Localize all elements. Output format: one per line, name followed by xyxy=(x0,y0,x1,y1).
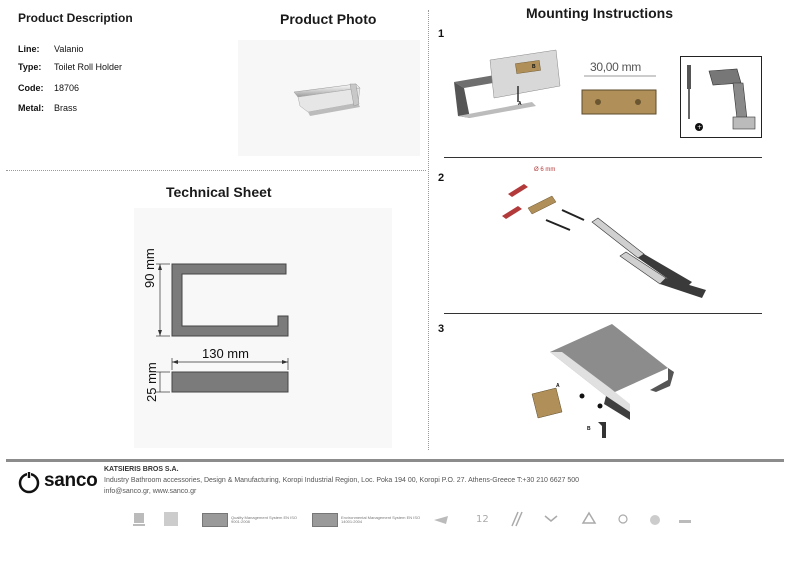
step-2-fixing-image xyxy=(502,184,706,298)
step-3-label-b: B xyxy=(587,426,591,432)
line-value: Valanio xyxy=(54,44,84,54)
step-divider-2 xyxy=(444,313,762,314)
step-1-label-b: B xyxy=(532,64,536,70)
step-3-assembly-image xyxy=(531,324,674,438)
metal-label: Metal: xyxy=(18,103,45,113)
svg-text:+: + xyxy=(697,124,702,131)
technical-sheet-title: Technical Sheet xyxy=(166,184,272,200)
screwdriver-drill-icon: + xyxy=(687,65,756,131)
metal-row: Metal: Brass xyxy=(18,103,77,113)
hundred-percent-badge-icon xyxy=(164,512,178,526)
iso-14001-text: Environmental Management System EN ISO 1… xyxy=(341,514,421,524)
bracket-dimension: 30,00 mm xyxy=(590,60,641,74)
height-dimension: 90 mm xyxy=(142,248,157,288)
twelve-warranty-icon: 12 xyxy=(476,514,489,525)
mounting-instructions-title: Mounting Instructions xyxy=(526,5,673,21)
step-1-label-a: A xyxy=(518,101,522,107)
toilet-roll-holder-image xyxy=(293,83,361,116)
depth-dimension: 25 mm xyxy=(144,362,159,402)
sun-icon xyxy=(618,514,628,524)
iso-14001-badge: Environmental Management System EN ISO 1… xyxy=(312,512,421,528)
drop-surface-icon xyxy=(679,520,691,523)
circle-badge-icon xyxy=(650,515,660,525)
company-name: KATSIERIS BROS S.A. xyxy=(104,466,179,473)
hand-care-icon xyxy=(434,516,448,524)
company-address: Industry Bathroom accessories, Design & … xyxy=(104,477,580,484)
sanco-logo-icon xyxy=(18,471,40,494)
drill-dimension: Ø 6 mm xyxy=(534,167,556,173)
code-label: Code: xyxy=(18,83,44,93)
svg-text:12: 12 xyxy=(476,514,489,525)
brass-badge-icon xyxy=(133,513,145,526)
bracket-image xyxy=(581,75,657,115)
recycle-icon xyxy=(581,511,597,524)
chevron-mark-icon xyxy=(544,515,558,522)
metal-value: Brass xyxy=(54,103,78,113)
step-3-number: 3 xyxy=(438,323,445,335)
code-value: 18706 xyxy=(54,83,80,93)
product-description-title: Product Description xyxy=(18,11,133,25)
line-row: Line: Valanio xyxy=(18,44,83,54)
code-row: Code: 18706 xyxy=(18,83,79,93)
horizontal-divider xyxy=(6,170,426,171)
iso-9001-logo-icon xyxy=(202,513,228,527)
brand-name: sanco xyxy=(44,470,98,491)
product-photo-title: Product Photo xyxy=(280,11,377,27)
step-1-mounting-image xyxy=(454,49,561,118)
step-3-label-a: A xyxy=(556,383,560,389)
step-divider-1 xyxy=(444,157,762,158)
vertical-divider xyxy=(428,10,429,450)
step-1-number: 1 xyxy=(438,28,445,40)
line-label: Line: xyxy=(18,44,40,54)
product-photo xyxy=(238,40,420,156)
footer-divider xyxy=(6,459,784,462)
tools-box: + xyxy=(680,56,762,138)
technical-drawing xyxy=(156,263,289,393)
type-value: Toilet Roll Holder xyxy=(54,62,123,72)
iso-9001-badge: Quality Management System EN ISO 9001:20… xyxy=(202,512,311,528)
iso-9001-text: Quality Management System EN ISO 9001:20… xyxy=(231,514,298,524)
type-label: Type: xyxy=(18,62,42,72)
iso-14001-logo-icon xyxy=(312,513,338,527)
width-dimension: 130 mm xyxy=(202,346,249,361)
slash-lines-icon xyxy=(511,511,523,527)
step-2-number: 2 xyxy=(438,172,445,184)
type-row: Type: Toilet Roll Holder xyxy=(18,62,122,72)
company-web: info@sanco.gr, www.sanco.gr xyxy=(104,488,197,495)
